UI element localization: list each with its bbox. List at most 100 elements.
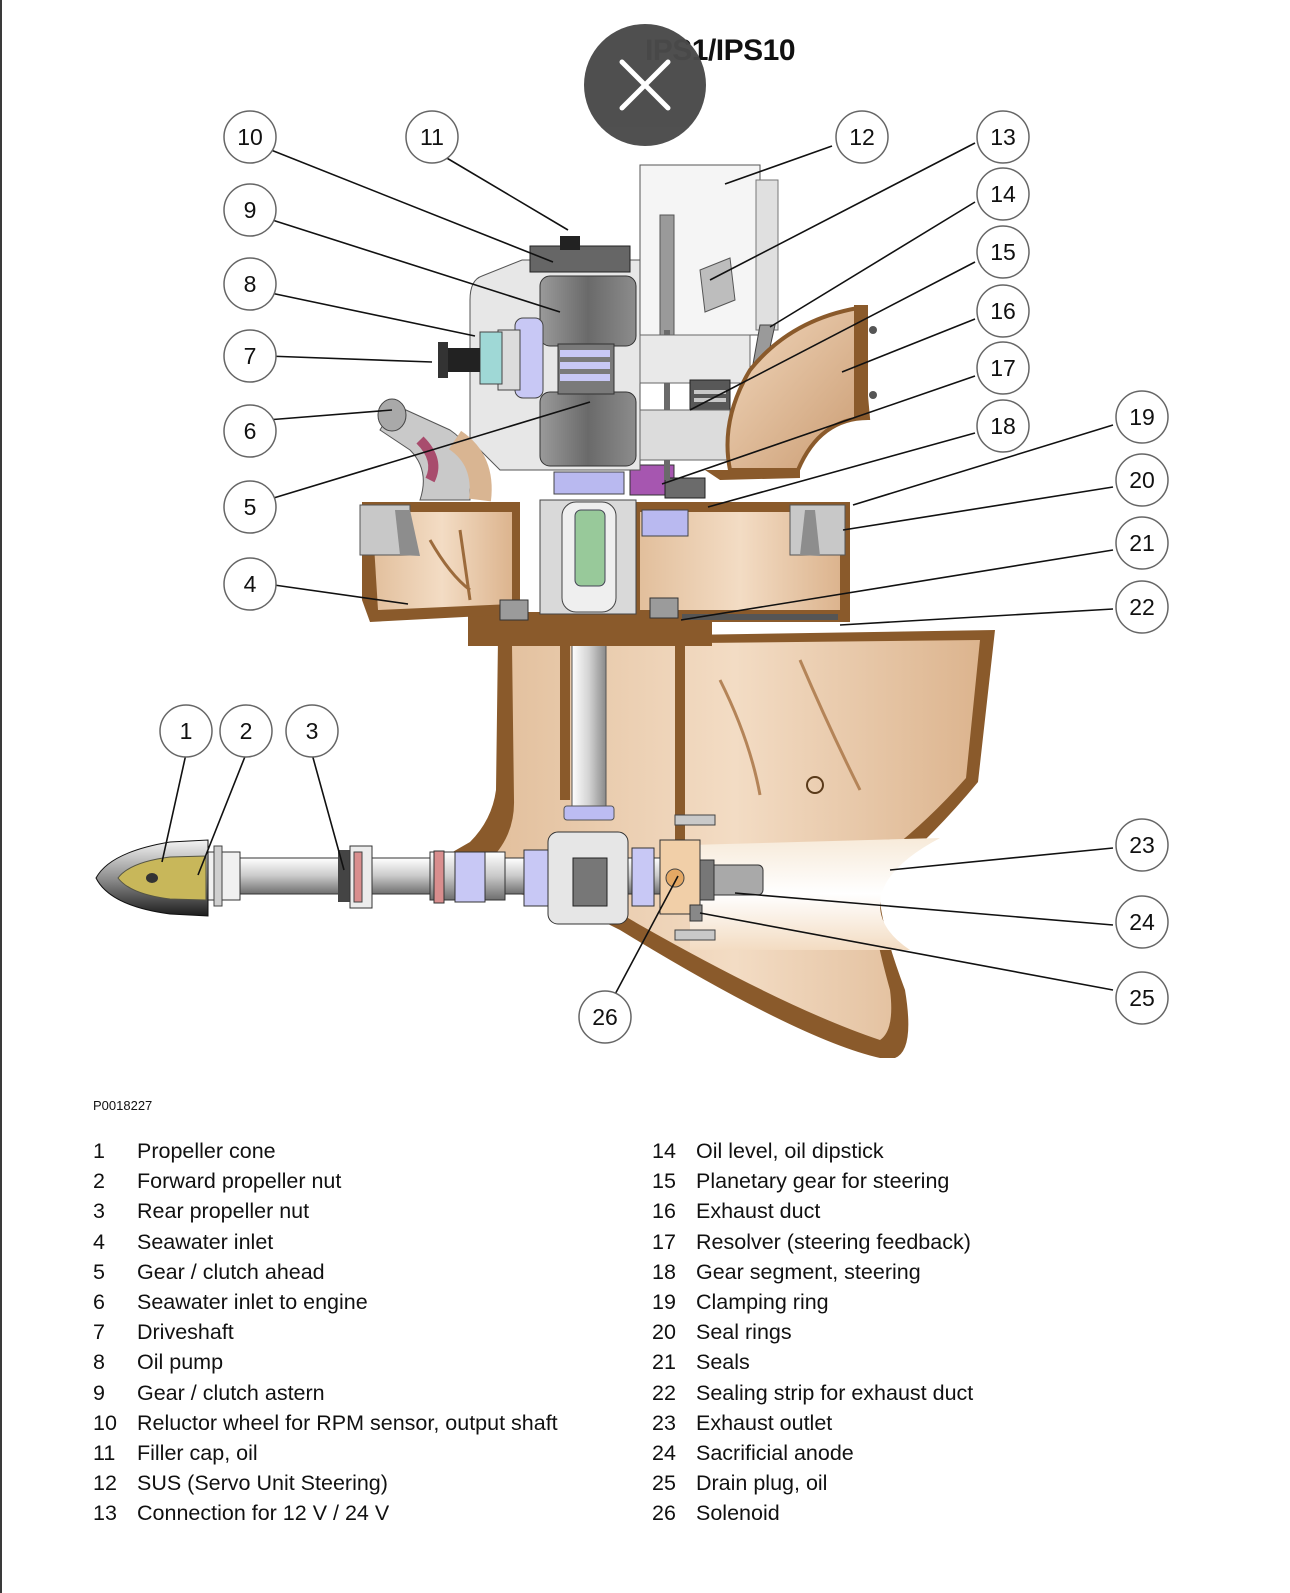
legend-number: 17 [652, 1229, 676, 1254]
callout-circle [976, 341, 1030, 395]
legend-text: Gear / clutch ahead [137, 1259, 325, 1284]
callout-label: 3 [306, 718, 319, 744]
callout-label: 12 [849, 124, 875, 150]
callout-25: 25 [1115, 971, 1169, 1025]
callout-circle [223, 404, 277, 458]
callout-label: 13 [990, 124, 1016, 150]
callout-13: 13 [976, 110, 1030, 164]
legend-text: Seawater inlet to engine [137, 1289, 368, 1314]
callout-circle [1115, 516, 1169, 570]
legend-text: Seal rings [696, 1320, 792, 1345]
callout-label: 7 [244, 343, 257, 369]
callout-label: 1 [180, 718, 193, 744]
legend-number: 21 [652, 1350, 676, 1375]
legend-text: SUS (Servo Unit Steering) [137, 1471, 388, 1496]
legend-item: 24 Sacrificial anode [652, 1438, 973, 1468]
legend-text: Gear segment, steering [696, 1259, 921, 1284]
legend-text: Filler cap, oil [137, 1440, 258, 1465]
exhaust-duct [705, 305, 877, 480]
central-coupling [499, 464, 706, 621]
legend-item: 8 Oil pump [93, 1347, 558, 1377]
callout-label: 11 [420, 124, 444, 150]
callout-3: 3 [285, 704, 339, 758]
legend-text: Oil pump [137, 1350, 224, 1375]
legend-number: 13 [93, 1501, 117, 1526]
legend-text: Sacrificial anode [696, 1440, 854, 1465]
legend-text: Solenoid [696, 1501, 780, 1526]
legend-number: 22 [652, 1380, 676, 1405]
callout-label: 25 [1129, 985, 1155, 1011]
legend-text: Seals [696, 1350, 750, 1375]
callout-20: 20 [1115, 453, 1169, 507]
close-icon[interactable] [584, 24, 706, 146]
callout-label: 22 [1129, 594, 1155, 620]
callout-label: 2 [240, 718, 253, 744]
callout-circle [219, 704, 273, 758]
servo-unit-steering [639, 164, 779, 480]
callout-5: 5 [223, 480, 277, 534]
close-button[interactable] [584, 24, 706, 146]
callout-19: 19 [1115, 390, 1169, 444]
callout-label: 19 [1129, 404, 1155, 430]
callout-label: 24 [1129, 909, 1155, 935]
callout-label: 20 [1129, 467, 1155, 493]
callout-circle [578, 990, 632, 1044]
callout-label: 10 [237, 124, 263, 150]
legend-number: 4 [93, 1229, 105, 1254]
callout-8: 8 [223, 257, 277, 311]
callout-circle [976, 225, 1030, 279]
legend-number: 6 [93, 1289, 105, 1314]
callout-circle [223, 480, 277, 534]
callout-6: 6 [223, 404, 277, 458]
legend-number: 8 [93, 1350, 105, 1375]
legend-text: Seawater inlet [137, 1229, 274, 1254]
legend-item: 26 Solenoid [652, 1498, 973, 1528]
propeller-nuts [203, 845, 373, 909]
legend-text: Sealing strip for exhaust duct [696, 1380, 974, 1405]
callout-label: 5 [244, 494, 257, 520]
callout-14: 14 [976, 167, 1030, 221]
legend-number: 20 [652, 1320, 676, 1345]
callout-7: 7 [223, 329, 277, 383]
callout-label: 8 [244, 271, 257, 297]
callout-circle [1115, 971, 1169, 1025]
callout-4: 4 [223, 557, 277, 611]
callout-circle [1115, 580, 1169, 634]
callout-circle [285, 704, 339, 758]
leader-lines [161, 142, 1114, 1001]
callout-circle [976, 399, 1030, 453]
seawater-inlet-pipe [377, 398, 492, 502]
callout-circle [223, 110, 277, 164]
legend-number: 1 [93, 1139, 105, 1163]
legend-number: 14 [652, 1139, 676, 1163]
legend-text: Planetary gear for steering [696, 1169, 950, 1194]
callout-1: 1 [159, 704, 213, 758]
gear-unit [438, 236, 641, 471]
legend-number: 26 [652, 1501, 676, 1526]
callout-circle [976, 110, 1030, 164]
legend-number: 24 [652, 1440, 676, 1465]
figure-reference-code: P0018227 [93, 1098, 153, 1113]
callout-label: 17 [990, 355, 1016, 381]
callout-10: 10 [223, 110, 277, 164]
callout-2: 2 [219, 704, 273, 758]
legend-number: 5 [93, 1259, 105, 1284]
legend-number: 25 [652, 1471, 676, 1496]
callout-circle [1115, 453, 1169, 507]
legend-number: 2 [93, 1169, 105, 1194]
propeller-shaft-assembly [229, 814, 764, 941]
callout-label: 14 [990, 181, 1016, 207]
callout-12: 12 [835, 110, 889, 164]
callout-circle [976, 167, 1030, 221]
callout-circle [223, 257, 277, 311]
legend-text: Forward propeller nut [137, 1169, 342, 1194]
callout-circle [1115, 390, 1169, 444]
